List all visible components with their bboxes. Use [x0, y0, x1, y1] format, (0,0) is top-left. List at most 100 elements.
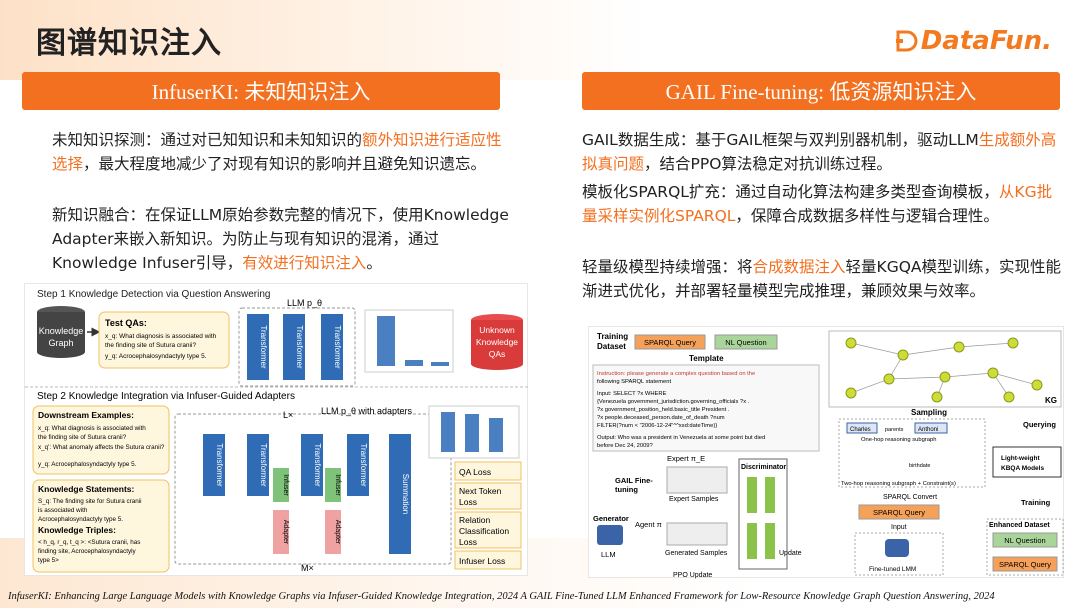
- svg-text:SPARQL Query: SPARQL Query: [999, 560, 1051, 569]
- svg-text:Transformer: Transformer: [333, 325, 342, 369]
- adapter-blocks: Adapter Adapter: [273, 510, 341, 554]
- svg-text:Enhanced Dataset: Enhanced Dataset: [989, 522, 1050, 529]
- sparql-query-chip-2: [858, 504, 940, 520]
- test-question: x_q: What diagnosis is associated with: [105, 333, 217, 340]
- svg-text:Input: SELECT ?x WHERE: Input: SELECT ?x WHERE: [597, 391, 667, 397]
- svg-text:GAIL Fine-: GAIL Fine-: [615, 476, 653, 485]
- two-hop-label: Two-hop reasoning subgraph + Constraint(…: [841, 481, 956, 487]
- svg-text:Transformer: Transformer: [295, 325, 304, 369]
- svg-text:is associated with: is associated with: [38, 507, 88, 514]
- svg-text:{Venezuela government_jurisdic: {Venezuela government_jurisdiction.gover…: [597, 399, 750, 405]
- svg-text:Discriminator: Discriminator: [741, 464, 786, 471]
- downstream-answer: y_q: Acrocephalosyndactyly type 5.: [38, 461, 137, 468]
- generated-samples: [666, 522, 728, 546]
- svg-text:Expert Samples: Expert Samples: [669, 496, 719, 503]
- agent-label: Agent π: [635, 520, 662, 529]
- logo-text: DataFun.: [920, 26, 1052, 56]
- svg-text:Knowledge: Knowledge: [476, 337, 518, 347]
- svg-text:Loss: Loss: [459, 537, 477, 547]
- left-paragraph-2: 新知识融合：在保证LLM原始参数完整的情况下，使用Knowledge Adapt…: [52, 206, 509, 272]
- svg-text:Transformer: Transformer: [215, 443, 224, 487]
- svg-text:Graph: Graph: [48, 338, 73, 348]
- robot-icon: [885, 539, 909, 557]
- svg-text:x_q: What diagnosis is associa: x_q: What diagnosis is associated with: [38, 425, 146, 432]
- svg-text:Training: Training: [597, 332, 628, 341]
- svg-text:following SPARQL statement: following SPARQL statement: [597, 379, 671, 385]
- right-paragraph-1: GAIL数据生成：基于GAIL框架与双判别器机制，驱动LLM生成额外高拟真问题，…: [582, 131, 1057, 173]
- svg-text:Unknown: Unknown: [479, 325, 515, 335]
- svg-text:finding site, Acrocephalosynda: finding site, Acrocephalosyndactyly: [38, 548, 137, 555]
- sparql-convert-label: SPARQL Convert: [883, 494, 937, 501]
- template-label: Template: [689, 354, 724, 363]
- sampling-label: Sampling: [911, 408, 947, 417]
- svg-text:Instruction: please generate a: Instruction: please generate a complex q…: [597, 371, 755, 377]
- expert-samples: [666, 466, 728, 494]
- infuserki-banner: InfuserKI: 未知知识注入: [22, 72, 500, 110]
- test-qas-box: [98, 311, 230, 369]
- svg-text:KBQA Models: KBQA Models: [1001, 465, 1044, 472]
- svg-text:x_q': What anomaly affects the: x_q': What anomaly affects the Sutura cr…: [38, 444, 165, 451]
- svg-text:QA Loss: QA Loss: [459, 467, 491, 477]
- datafun-logo: DataFun.: [895, 26, 1052, 56]
- svg-text:?x people.deceased_person.date: ?x people.deceased_person.date_of_death …: [597, 415, 725, 421]
- loss-boxes: QA Loss Next Token Loss Relation Classif…: [454, 461, 522, 570]
- svg-text:Transformer: Transformer: [259, 325, 268, 369]
- one-hop-label: One-hop reasoning subgraph: [861, 437, 936, 443]
- generator-label: Generator: [593, 514, 629, 523]
- svg-text:Charles: Charles: [850, 427, 871, 433]
- ks-title: Knowledge Statements:: [38, 484, 135, 494]
- svg-text:SPARQL Query: SPARQL Query: [644, 338, 696, 347]
- training-label: Training: [1021, 498, 1051, 507]
- svg-text:the finding site of Sutura cra: the finding site of Sutura cranii?: [38, 434, 127, 441]
- summation-block: [389, 434, 411, 554]
- svg-text:tuning: tuning: [615, 485, 638, 494]
- svg-text:Classification: Classification: [459, 526, 509, 536]
- svg-text:QAs: QAs: [489, 349, 506, 359]
- svg-text:Anthoni: Anthoni: [918, 427, 938, 433]
- kg-label: KG: [1045, 396, 1057, 405]
- right-paragraph-3: 轻量级模型持续增强：将合成数据注入轻量KGQA模型训练，实现性能渐进式优化，并部…: [582, 258, 1062, 300]
- svg-text:before Dec 24, 2009?: before Dec 24, 2009?: [597, 443, 654, 449]
- transformer-stack-2: Transformer Transformer Transformer Tran…: [203, 434, 369, 496]
- svg-text:Input: Input: [891, 524, 907, 531]
- l-times: L×: [283, 410, 293, 420]
- svg-text:S_q: The finding site for Sutu: S_q: The finding site for Sutura cranii: [38, 498, 142, 505]
- svg-text:Output: Who was a president in: Output: Who was a president in Venezuela…: [597, 435, 765, 441]
- step2-title: Step 2 Knowledge Integration via Infuser…: [37, 391, 295, 402]
- svg-text:type 5>: type 5>: [38, 557, 59, 564]
- svg-text:LLM: LLM: [601, 550, 616, 559]
- kt-title: Knowledge Triples:: [38, 525, 116, 535]
- svg-text:Update: Update: [779, 550, 802, 557]
- svg-text:Summation: Summation: [401, 474, 410, 514]
- transformer-stack-1: Transformer Transformer Transformer: [247, 314, 343, 380]
- template-box: [592, 364, 820, 452]
- svg-text:Infuser Loss: Infuser Loss: [459, 556, 505, 566]
- svg-text:parents: parents: [885, 427, 904, 433]
- svg-text:SPARQL Query: SPARQL Query: [873, 508, 925, 517]
- llm2-label: LLM p_θ with adapters: [321, 406, 413, 416]
- downstream-title: Downstream Examples:: [38, 410, 134, 420]
- svg-text:Relation: Relation: [459, 515, 490, 525]
- svg-text:?x government_position_held.ba: ?x government_position_held.basic_title …: [597, 407, 730, 413]
- page-title: 图谱知识注入: [36, 26, 222, 61]
- datafun-logo-icon: [895, 30, 918, 52]
- infuser-blocks: Infuser Infuser: [273, 468, 341, 502]
- unknown-qas-cylinder: Unknown Knowledge QAs: [471, 314, 523, 370]
- knowledge-statements-box: [32, 479, 170, 573]
- integration-mini-chart: [428, 405, 520, 459]
- llm-label: LLM p_θ: [287, 298, 322, 308]
- svg-text:Next Token: Next Token: [459, 486, 502, 496]
- kbqa-box: [992, 446, 1062, 478]
- svg-text:Infuser: Infuser: [282, 474, 289, 496]
- llm-block-2: [174, 413, 452, 565]
- svg-text:NL Question: NL Question: [725, 338, 766, 347]
- svg-text:Generated Samples: Generated Samples: [665, 550, 728, 557]
- svg-text:Transformer: Transformer: [259, 443, 268, 487]
- footer-citations: InfuserKI: Enhancing Large Language Mode…: [8, 591, 995, 602]
- downstream-box: [32, 405, 170, 475]
- svg-text:NL Question: NL Question: [1004, 536, 1045, 545]
- test-question-2: the finding site of Sutura cranii?: [105, 342, 196, 349]
- step1-title: Step 1 Knowledge Detection via Question …: [37, 289, 270, 300]
- svg-text:Transformer: Transformer: [313, 443, 322, 487]
- m-times: M×: [301, 563, 314, 573]
